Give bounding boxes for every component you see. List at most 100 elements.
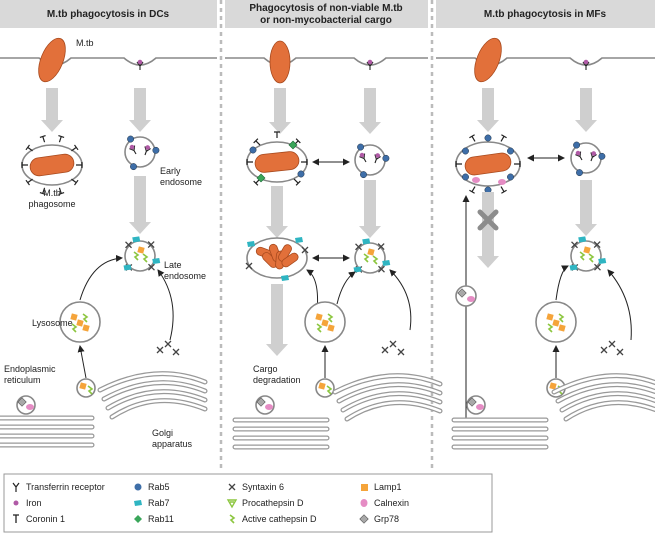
transferrin-receptor-icon [12, 482, 20, 492]
lamp1-icon [367, 248, 375, 256]
coronin-icon [39, 134, 46, 143]
active-cathepsin-icon [71, 323, 78, 333]
arrow [607, 269, 632, 341]
big-arrow [477, 88, 499, 132]
coronin-icon [246, 159, 253, 165]
rab5-icon [462, 173, 469, 181]
transferrin-receptor-icon [359, 152, 367, 163]
active-cathepsin-icon [142, 253, 149, 263]
lysosome-label: Lysosome [32, 318, 73, 328]
degraded-mtb-fragment [281, 252, 299, 268]
coronin-icon [58, 187, 65, 196]
golgi-lumen [560, 392, 655, 412]
plasma-membrane [225, 57, 428, 66]
active-cathepsin-icon [316, 323, 323, 333]
active-cathepsin-icon [579, 251, 586, 261]
legend-label: Rab11 [148, 514, 174, 524]
legend-label: Grp78 [374, 514, 399, 524]
syntaxin-icon [397, 348, 405, 356]
legend-label: Calnexin [374, 498, 409, 508]
golgi-lumen [106, 390, 207, 410]
lamp1-icon [315, 313, 323, 321]
rab7-icon [598, 258, 607, 265]
procathepsin-icon [226, 499, 238, 509]
lamp1-icon [321, 319, 329, 327]
big-arrow [266, 284, 288, 356]
syntaxin-icon [616, 348, 624, 356]
coronin-icon [469, 134, 476, 142]
calnexin-icon [476, 404, 484, 410]
big-arrow [575, 180, 597, 236]
coronin-icon [455, 161, 462, 167]
lamp1-icon [558, 324, 566, 332]
legend-item: Grp78 [359, 514, 399, 524]
plasma-membrane [0, 57, 217, 66]
early-endosome-label-2: endosome [160, 177, 202, 187]
mtb-bacterium [38, 37, 66, 83]
syntaxin-icon [245, 262, 253, 270]
late-endosome-label-2: endosome [164, 271, 206, 281]
transferrin-receptor-icon [582, 59, 590, 70]
rab5-icon [507, 173, 514, 181]
rab5-icon [576, 169, 583, 177]
calnexin-icon [498, 179, 506, 185]
cargo-label-2: degradation [253, 375, 301, 385]
grp78-icon [256, 397, 266, 407]
lamp1-icon [137, 246, 145, 254]
lamp1-icon [546, 313, 554, 321]
golgi-lumen [556, 383, 655, 403]
legend-label: Rab7 [148, 498, 170, 508]
grp78-icon [467, 397, 477, 407]
syntaxin-icon [301, 246, 309, 254]
lamp1-icon [552, 319, 560, 327]
panel-1-header [0, 0, 217, 28]
coronin-icon [253, 138, 261, 146]
syntaxin-icon [172, 348, 180, 356]
big-arrow [266, 186, 288, 238]
rab11-icon [288, 140, 298, 150]
rab5-icon [127, 135, 135, 143]
lamp1-icon [549, 382, 557, 390]
grp78-icon [359, 514, 369, 524]
syntaxin-icon [594, 263, 601, 271]
coronin-icon [469, 186, 476, 194]
rab5-icon [507, 147, 514, 155]
legend-item: Active cathepsin D [229, 514, 317, 524]
legend-box [3, 473, 493, 533]
calnexin-icon [26, 404, 34, 410]
coronin-icon [21, 162, 28, 168]
legend-item: Syntaxin 6 [228, 482, 284, 492]
panel-3-title: M.tb phagocytosis in MFs [484, 9, 607, 20]
syntaxin-icon [355, 243, 362, 251]
active-cathepsin-icon [82, 313, 89, 323]
arrow [77, 345, 87, 379]
coronin-icon [514, 161, 521, 167]
legend-label: Coronin 1 [26, 514, 65, 524]
early-endosome-label-1: Early [160, 166, 181, 176]
rab5-icon [462, 147, 469, 155]
calnexin-icon [265, 404, 273, 410]
golgi-lumen [341, 392, 442, 412]
rab7-icon [132, 236, 141, 243]
big-arrow [41, 88, 63, 132]
coronin-icon [71, 178, 79, 186]
rab11-icon [134, 515, 142, 523]
active-cathepsin-icon [327, 313, 334, 323]
arrow [555, 265, 569, 301]
mtb-bacterium [464, 152, 512, 176]
rab5-icon [297, 170, 305, 178]
rab7-icon [134, 500, 142, 506]
legend-item: Rab7 [134, 498, 170, 508]
legend-item: Rab5 [134, 482, 170, 492]
coronin-icon [500, 134, 507, 142]
transferrin-receptor-icon [129, 144, 137, 155]
transferrin-receptor-icon [144, 145, 151, 156]
active-cathepsin-icon [372, 255, 379, 265]
panel-2-title-line1: Phagocytosis of non-viable M.tb [249, 3, 402, 14]
panel-3-header [436, 0, 655, 28]
rab5-icon [134, 483, 142, 491]
big-arrow [129, 88, 151, 132]
golgi-label-1: Golgi [152, 428, 173, 438]
rab5-icon [249, 146, 257, 154]
